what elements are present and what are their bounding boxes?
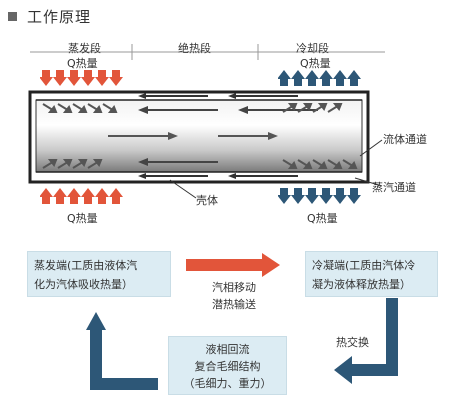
evaporator-end-box: 蒸发端(工质由液体汽 化为汽体吸收热量） [27,251,171,297]
heat-exchange-label: 热交换 [336,336,369,349]
condense-return-arrow [334,298,398,384]
return-box-line-3: （毛细力、重力） [183,377,272,390]
heat-label-bottom-right: Q热量 [307,212,338,225]
shell-label: 壳体 [196,194,218,207]
liquid-return-box: 液相回流 复合毛细结构 （毛细力、重力） [168,336,287,395]
page-title: 工作原理 [27,7,92,26]
vapor-move-line-1: 汽相移动 [212,281,256,294]
latent-heat-line-2: 潜热输送 [212,298,256,311]
return-box-line-1: 液相回流 [205,343,250,356]
return-box-line-2: 复合毛细结构 [194,360,261,373]
evaporator-box-line-1: 蒸发端(工质由液体汽 [34,259,138,272]
vapor-channel-label: 蒸汽通道 [372,181,416,194]
heat-in-arrows-bottom [40,188,123,204]
condenser-end-box: 冷凝端(工质由汽体冷 凝为液体释放热量） [305,251,438,297]
condenser-box-line-2: 凝为液体释放热量） [312,278,411,291]
vapor-flow-arrow [186,253,280,277]
section-divider [30,44,385,60]
evaporator-box-line-2: 化为汽体吸收热量） [34,278,133,291]
heat-label-bottom-left: Q热量 [67,212,98,225]
heat-out-arrows-bottom [278,188,361,204]
heat-out-arrows-top [278,70,361,86]
condenser-section-label: 冷却段 [296,42,329,55]
heat-in-arrows-top [40,70,123,86]
liquid-return-arrow [86,312,158,390]
callout-leaders [169,139,383,199]
condenser-box-line-1: 冷凝端(工质由汽体冷 [312,259,416,272]
heat-label-top-left: Q热量 [67,57,98,70]
section-title: 工作原理 [8,6,91,26]
heat-pipe-diagram [28,90,370,184]
vapor-move-label: 汽相移动 潜热输送 [194,279,274,313]
fluid-channel-label: 流体通道 [383,133,427,146]
heat-label-top-right: Q热量 [300,57,331,70]
adiabatic-section-label: 绝热段 [178,42,211,55]
evaporator-section-label: 蒸发段 [68,42,101,55]
title-bullet-square [8,11,17,21]
